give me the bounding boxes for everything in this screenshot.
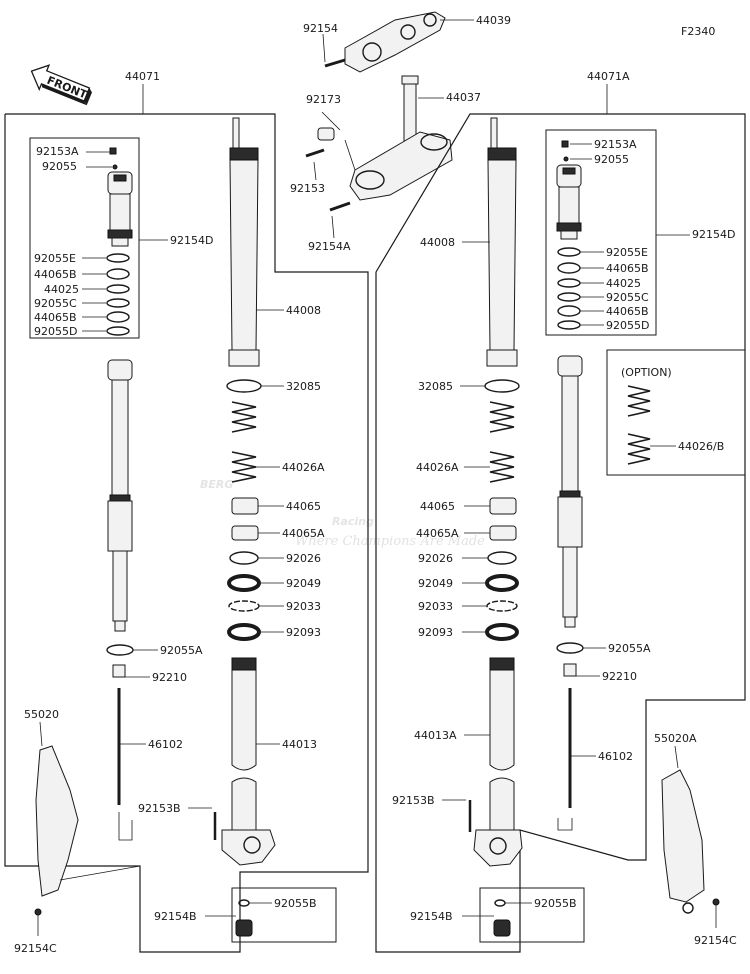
label-92093: 92093 xyxy=(286,626,321,639)
label-44071: 44071 xyxy=(125,70,160,83)
label-44071A: 44071A xyxy=(587,70,630,83)
label-55020: 55020 xyxy=(24,708,59,721)
label-92173: 92173 xyxy=(306,93,341,106)
watermark-sub: Racing xyxy=(332,515,374,528)
label-44013: 44013 xyxy=(282,738,317,751)
label-44025-right: 44025 xyxy=(606,277,641,290)
label-92049: 92049 xyxy=(286,577,321,590)
label-44037: 44037 xyxy=(446,91,481,104)
label-92033-right: 92033 xyxy=(418,600,453,613)
label-46102-right: 46102 xyxy=(598,750,633,763)
label-44013A: 44013A xyxy=(414,729,457,742)
label-92055D-right: 92055D xyxy=(606,319,649,332)
label-92093-right: 92093 xyxy=(418,626,453,639)
label-32085-right: 32085 xyxy=(418,380,453,393)
label-92154D: 92154D xyxy=(170,234,213,247)
label-92153B: 92153B xyxy=(138,802,181,815)
label-44065B-right-2: 44065B xyxy=(606,305,649,318)
label-44065: 44065 xyxy=(286,500,321,513)
option-label: (OPTION) xyxy=(621,366,672,379)
label-92026: 92026 xyxy=(286,552,321,565)
label-92154C: 92154C xyxy=(14,942,57,955)
label-92055D: 92055D xyxy=(34,325,77,338)
front-arrow: FRONT xyxy=(30,64,92,106)
label-92153B-right: 92153B xyxy=(392,794,435,807)
label-92154B: 92154B xyxy=(154,910,197,923)
left-fork-frame: 44071 92154D 92153A 92055 92055E 44065B … xyxy=(4,70,369,955)
label-92055B-right: 92055B xyxy=(534,897,577,910)
label-92210-right: 92210 xyxy=(602,670,637,683)
label-44039: 44039 xyxy=(476,14,511,27)
label-44026A-right: 44026A xyxy=(416,461,459,474)
label-92210: 92210 xyxy=(152,671,187,684)
label-92154: 92154 xyxy=(303,22,338,35)
label-92055-right: 92055 xyxy=(594,153,629,166)
label-44065B-1: 44065B xyxy=(34,268,77,281)
triple-clamp-group: 44039 92154 44037 92173 92153 92154A xyxy=(290,11,511,253)
label-44026A: 44026A xyxy=(282,461,325,474)
watermark-main: BERG xyxy=(200,478,233,491)
diagram-code: F2340 xyxy=(681,25,715,38)
label-92055E: 92055E xyxy=(34,252,76,265)
label-44026B: 44026/B xyxy=(678,440,724,453)
label-92055C-right: 92055C xyxy=(606,291,649,304)
label-44065B-2: 44065B xyxy=(34,311,77,324)
label-44065B-right-1: 44065B xyxy=(606,262,649,275)
label-92153A-right: 92153A xyxy=(594,138,637,151)
label-92033: 92033 xyxy=(286,600,321,613)
label-44008: 44008 xyxy=(286,304,321,317)
right-fork-frame: 44071A 92154D 92153A 92055 92055E 44065B… xyxy=(375,70,746,953)
label-92153: 92153 xyxy=(290,182,325,195)
watermark: BERG Racing Where Champions Are Made xyxy=(200,478,485,549)
label-92049-right: 92049 xyxy=(418,577,453,590)
label-92154D-right: 92154D xyxy=(692,228,735,241)
label-92055A: 92055A xyxy=(160,644,203,657)
label-92153A: 92153A xyxy=(36,145,79,158)
label-92055: 92055 xyxy=(42,160,77,173)
label-92154A: 92154A xyxy=(308,240,351,253)
label-92026-right: 92026 xyxy=(418,552,453,565)
label-92154C-right: 92154C xyxy=(694,934,737,947)
watermark-tagline: Where Champions Are Made xyxy=(295,534,485,549)
front-label: FRONT xyxy=(45,74,89,102)
label-92055A-right: 92055A xyxy=(608,642,651,655)
label-32085: 32085 xyxy=(286,380,321,393)
label-92055E-right: 92055E xyxy=(606,246,648,259)
label-92055B: 92055B xyxy=(274,897,317,910)
label-92154B-right: 92154B xyxy=(410,910,453,923)
label-44065A-right: 44065A xyxy=(416,527,459,540)
label-92055C: 92055C xyxy=(34,297,77,310)
label-46102: 46102 xyxy=(148,738,183,751)
label-44025: 44025 xyxy=(44,283,79,296)
label-44065A: 44065A xyxy=(282,527,325,540)
label-44008-right: 44008 xyxy=(420,236,455,249)
label-55020A: 55020A xyxy=(654,732,697,745)
label-44065-right: 44065 xyxy=(420,500,455,513)
